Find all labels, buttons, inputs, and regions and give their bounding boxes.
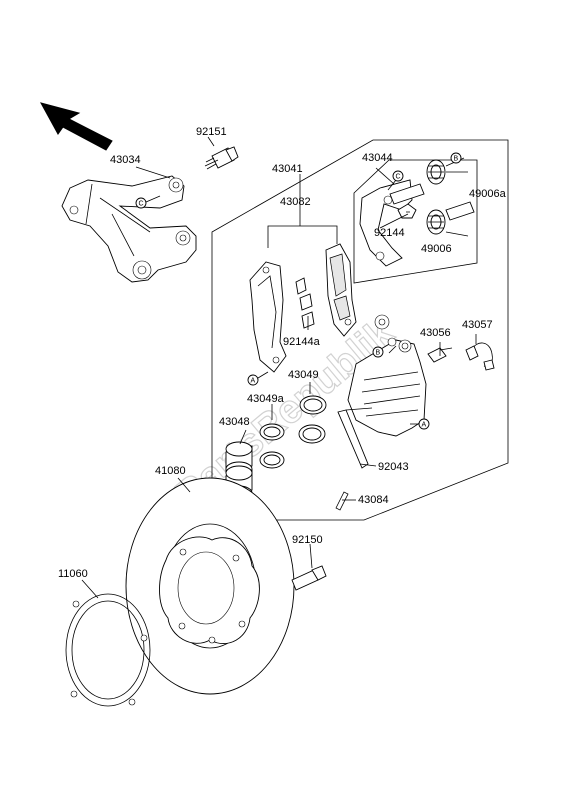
label-43048: 43048 (219, 416, 250, 428)
dust-boot-49006a (426, 159, 446, 185)
reference-marker-b-top: B (450, 152, 462, 164)
disc-gasket (65, 593, 151, 707)
slide-pin-lower (445, 201, 475, 221)
label-43082: 43082 (280, 196, 311, 208)
label-43056: 43056 (420, 327, 451, 339)
disc-bolt (291, 565, 327, 591)
pad-shims (295, 277, 315, 329)
label-43034: 43034 (110, 154, 141, 166)
reference-marker-a-right: A (418, 418, 430, 430)
reference-marker-b-caliper: B (372, 346, 384, 358)
label-92151: 92151 (196, 126, 227, 138)
piston-seal-43049a (259, 423, 285, 469)
label-43044: 43044 (362, 152, 393, 164)
bolt-92151 (204, 146, 239, 170)
label-43041: 43041 (272, 163, 303, 175)
label-43049a: 43049a (247, 393, 285, 405)
svg-text:B: B (454, 156, 459, 163)
label-49006: 49006 (421, 243, 452, 255)
label-92043: 92043 (378, 461, 409, 473)
pad-pin (337, 407, 373, 469)
reference-marker-a-left: A (247, 374, 259, 386)
svg-text:C: C (396, 174, 401, 181)
brake-pad-left (249, 261, 287, 373)
label-43057: 43057 (462, 319, 493, 331)
svg-text:B: B (376, 350, 381, 357)
bleed-cap (465, 342, 495, 371)
pad-spring-clip (397, 203, 417, 219)
brake-disc (125, 477, 295, 695)
dust-boot-49006 (426, 209, 446, 235)
label-49006a: 49006a (469, 188, 507, 200)
label-92144a: 92144a (283, 336, 321, 348)
reference-marker-c-bracket: C (135, 197, 147, 209)
caliper-bracket (61, 175, 197, 283)
bleed-valve (427, 347, 453, 363)
front-direction-arrow-icon (40, 102, 113, 151)
svg-text:C: C (139, 201, 144, 208)
label-92144: 92144 (374, 227, 405, 239)
svg-text:A: A (422, 422, 427, 429)
brake-pad-right (325, 243, 357, 337)
label-43084: 43084 (358, 494, 389, 506)
bracket-sub-frame (353, 159, 478, 284)
label-43049: 43049 (288, 369, 319, 381)
label-92150: 92150 (292, 534, 323, 546)
label-11060: 11060 (58, 568, 88, 580)
pad-pin-clip (335, 491, 349, 511)
reference-marker-c-top: C (392, 170, 404, 182)
svg-text:A: A (251, 378, 256, 385)
pad-pair-leader (267, 225, 338, 248)
piston-seal-43049 (298, 395, 327, 444)
label-41080: 41080 (155, 465, 186, 477)
slide-pin-upper (389, 183, 425, 205)
